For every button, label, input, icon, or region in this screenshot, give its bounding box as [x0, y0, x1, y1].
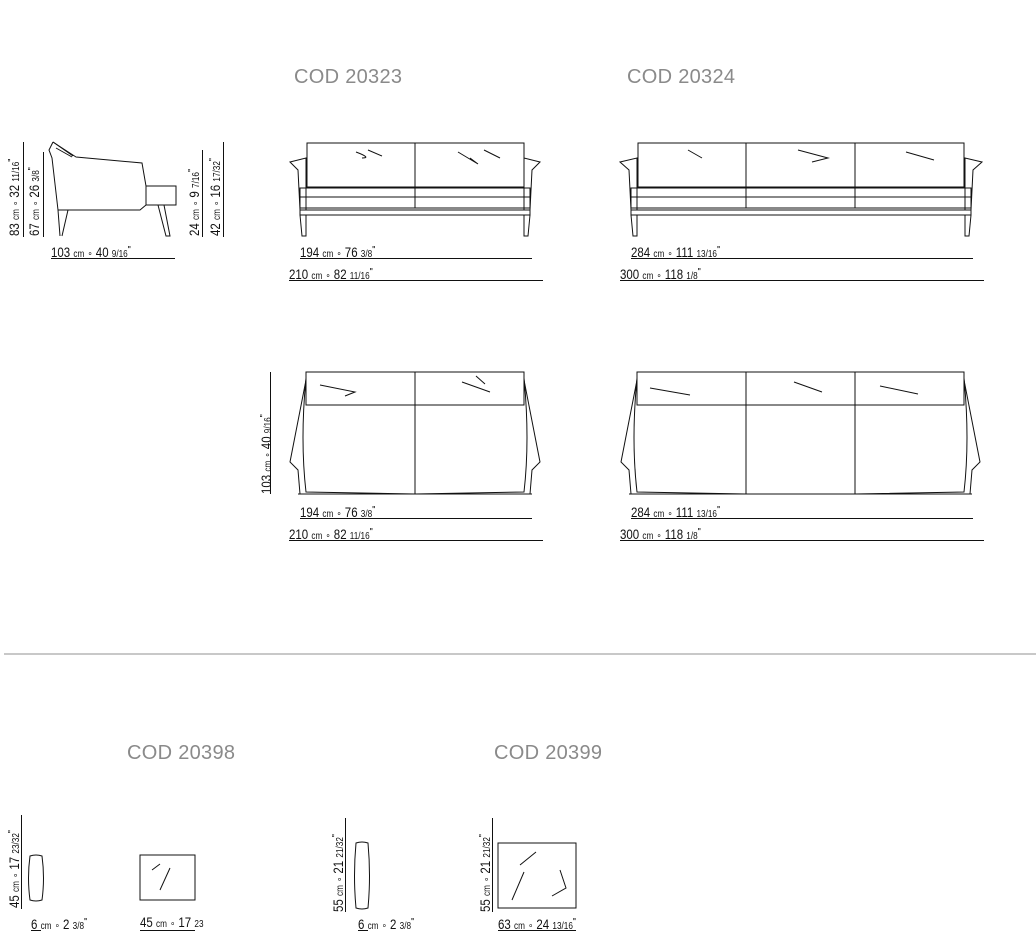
- dim-20324-total-width-line: [620, 280, 984, 281]
- dim-20323-seat-width: 194 cm ∘ 76 3/8": [300, 244, 376, 260]
- dim-20398-width-line: [140, 930, 195, 931]
- dim-20324-plan-seat-width-line: [631, 518, 973, 519]
- plan-view-20324: [620, 371, 981, 495]
- dim-20324-seat-width-line: [631, 258, 973, 259]
- dim-side-depth-line: [51, 258, 175, 259]
- dim-20399-height-front-line: [492, 818, 493, 912]
- dim-20324-seat-width: 284 cm ∘ 111 13/16": [631, 244, 721, 260]
- dim-20399-width-line: [498, 930, 576, 931]
- dim-20324-plan-total-width: 300 cm ∘ 118 1/8": [620, 526, 701, 542]
- dim-20323-plan-total-width: 210 cm ∘ 82 11/16": [289, 526, 373, 542]
- dim-20323-total-width-line: [289, 280, 543, 281]
- code-20323: COD 20323: [294, 66, 403, 88]
- code-20324: COD 20324: [627, 66, 736, 88]
- dim-side-arm-height-line: [202, 150, 203, 237]
- dim-20398-height-line: [21, 815, 22, 909]
- code-20399: COD 20399: [494, 742, 603, 764]
- dim-20323-plan-seat-width-line: [300, 518, 532, 519]
- cushion-20399-front: [497, 842, 577, 909]
- dim-20324-plan-seat-width: 284 cm ∘ 111 13/16": [631, 504, 721, 520]
- dim-side-height-back-line: [43, 152, 44, 237]
- cushion-20398-front: [139, 854, 196, 901]
- cushion-20398-side: [28, 854, 44, 902]
- dim-20323-seat-width-line: [300, 258, 532, 259]
- dim-20323-plan-seat-width: 194 cm ∘ 76 3/8": [300, 504, 376, 520]
- dim-20398-thickness-line: [31, 930, 41, 931]
- code-20398: COD 20398: [127, 742, 236, 764]
- dim-side-depth: 103 cm ∘ 40 9/16": [51, 244, 131, 260]
- dim-20323-plan-depth: 103 cm ∘ 40 9/16": [258, 414, 274, 494]
- dim-20324-total-width: 300 cm ∘ 118 1/8": [620, 266, 701, 282]
- dim-20399-thickness-line: [358, 930, 368, 931]
- dim-20324-plan-total-width-line: [620, 540, 984, 541]
- dim-side-seat-height-line: [223, 142, 224, 237]
- cushion-20399-side: [354, 841, 370, 910]
- dim-20398-thickness: 6 cm ∘ 2 3/8": [31, 916, 88, 932]
- dim-side-height-total: 83 cm ∘ 32 11/16": [6, 158, 22, 236]
- plan-view-20323: [289, 371, 541, 495]
- front-view-20323: [289, 142, 541, 237]
- dim-20399-width: 63 cm ∘ 24 13/16": [498, 916, 577, 932]
- dim-20323-plan-total-width-line: [289, 540, 543, 541]
- dim-side-height-total-line: [23, 142, 24, 237]
- dim-20323-total-width: 210 cm ∘ 82 11/16": [289, 266, 373, 282]
- dim-20399-height-side-line: [345, 818, 346, 912]
- dim-20398-width: 45 cm ∘ 17 23: [140, 914, 204, 930]
- side-view-drawing: [48, 141, 177, 237]
- dim-20399-thickness: 6 cm ∘ 2 3/8": [358, 916, 415, 932]
- section-divider: [4, 653, 1036, 655]
- dim-side-height-back: 67 cm ∘ 26 3/8": [26, 167, 42, 236]
- front-view-20324: [618, 142, 984, 237]
- dim-20323-plan-depth-line: [270, 372, 271, 494]
